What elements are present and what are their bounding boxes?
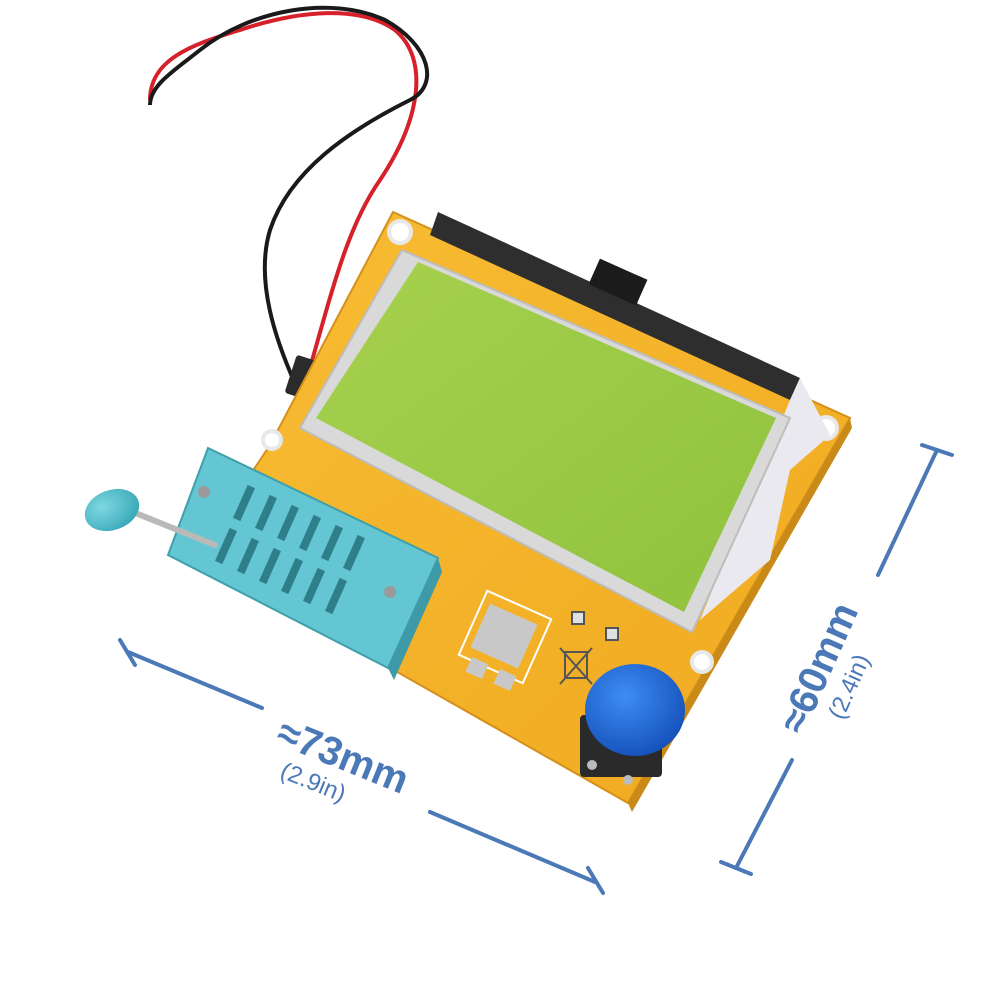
lcd-reflection [700, 378, 830, 620]
weee-bin-icon [559, 647, 593, 685]
lcd-tab [588, 258, 648, 306]
height-tick-bottom [719, 860, 753, 876]
width-line-left [126, 650, 264, 710]
push-button-cap[interactable] [585, 664, 685, 756]
zif-screw-bottom [384, 586, 396, 598]
zif-screw-top [198, 486, 210, 498]
height-line-bottom [734, 758, 794, 870]
zif-socket-side [388, 558, 442, 680]
zif-lever-knob[interactable] [79, 482, 145, 539]
power-wires [148, 5, 430, 401]
status-pads [571, 611, 619, 641]
width-tick-right [586, 866, 605, 895]
lcd-backplate [430, 212, 800, 400]
transistor-pads [457, 589, 553, 691]
zif-lever[interactable] [79, 482, 218, 548]
width-dimension [118, 638, 605, 895]
red-wire [148, 11, 419, 386]
height-line-top [876, 448, 939, 577]
lcd-screen-icon [316, 262, 776, 612]
push-button-pin-left [587, 760, 597, 770]
push-button-icon[interactable] [580, 664, 685, 785]
width-line-right [428, 810, 597, 884]
black-wire [148, 5, 430, 391]
push-button-pin-right [623, 775, 633, 785]
zif-socket-icon [166, 446, 442, 680]
lcd-module [298, 212, 830, 634]
zif-socket-slots [215, 484, 365, 615]
height-dimension [719, 443, 954, 876]
